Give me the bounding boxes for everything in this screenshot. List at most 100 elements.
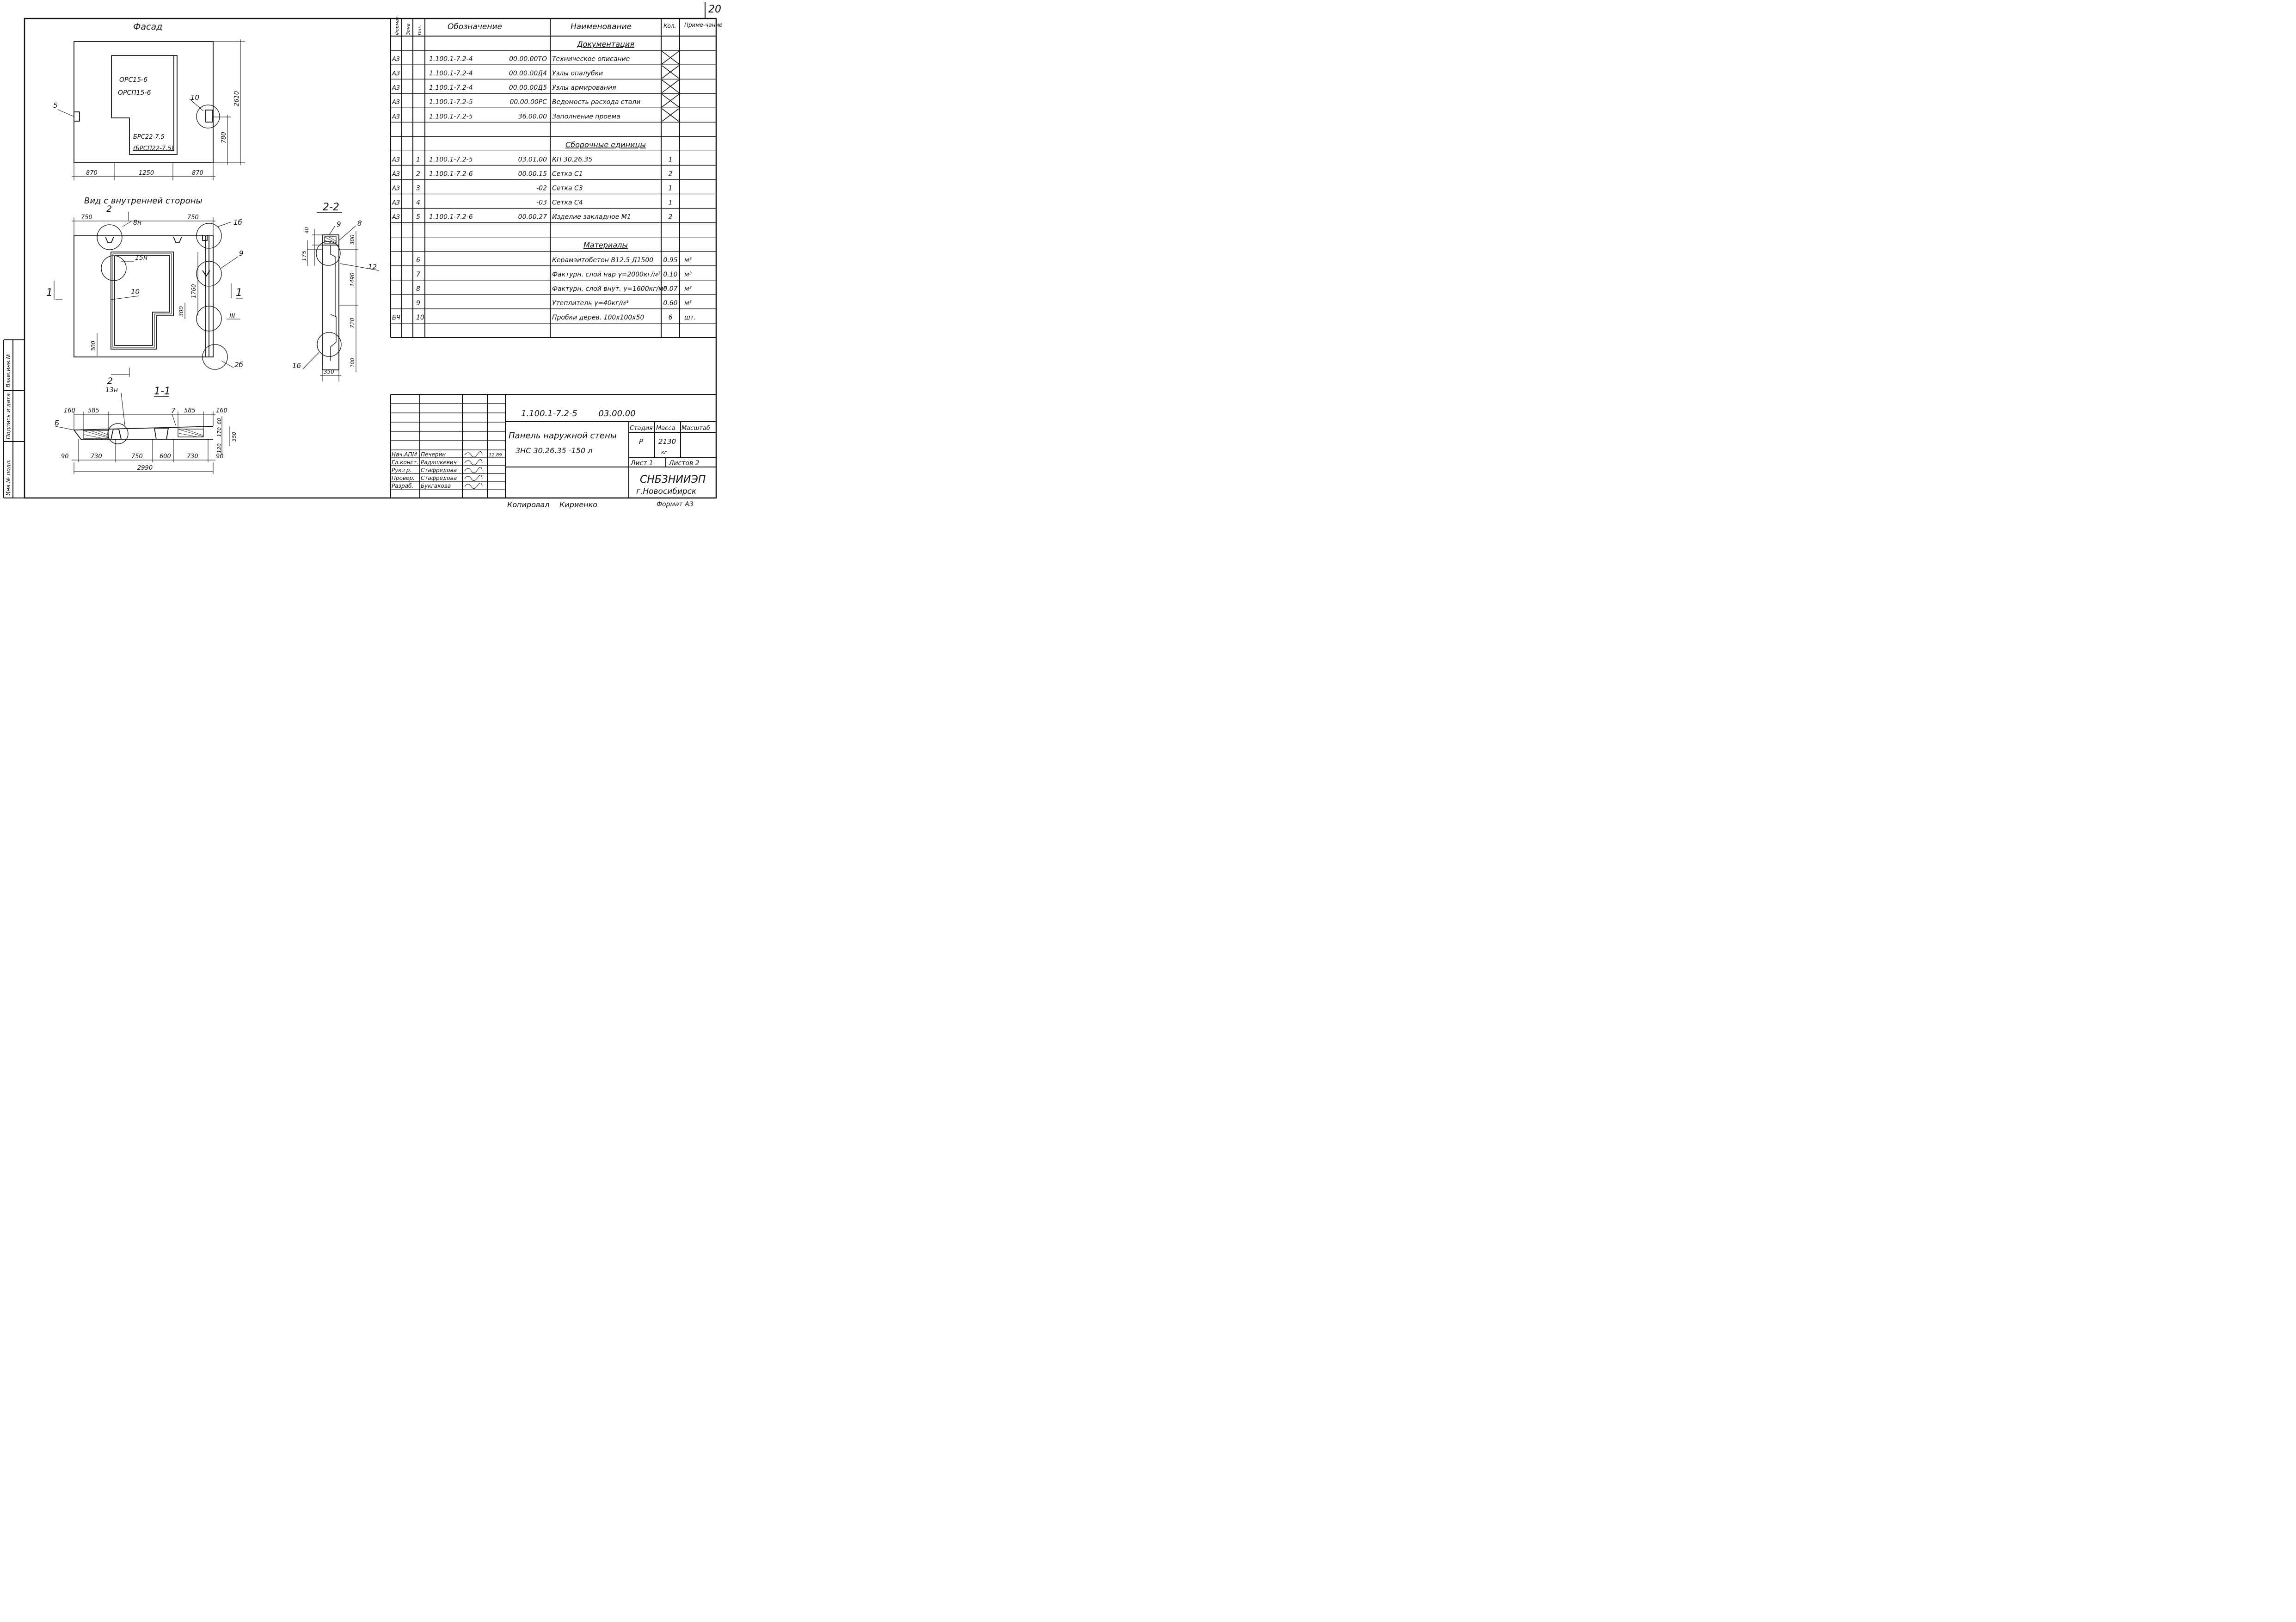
stamp-person: Печерин <box>421 451 446 458</box>
spec-qty-cell: 1 <box>669 185 673 192</box>
spec-name-cell: Техническое описание <box>552 55 630 63</box>
s22-callout-8: 8 <box>357 219 362 227</box>
spec-name-cell: Материалы <box>583 241 628 250</box>
spec-fmt-cell: А3 <box>392 214 400 221</box>
signature-mark <box>464 467 483 473</box>
spec-pos-cell: 10 <box>416 314 424 321</box>
spec-doc-cell: 00.00.15 <box>518 170 547 178</box>
signature-mark <box>464 475 483 481</box>
spec-qty-cell: 6 <box>669 314 673 321</box>
spec-h-qty: Кол. <box>663 23 676 29</box>
spec-fmt-cell: А3 <box>392 156 400 163</box>
stamp-sheets: Листов 2 <box>669 460 700 467</box>
spec-pos-cell: 2 <box>416 170 420 178</box>
spec-name-cell: Фактурн. слой внут. γ=1600кг/м³ <box>552 285 666 293</box>
spec-doc-cell: 00.00.00Д4 <box>509 70 547 77</box>
spec-name-cell: Утеплитель γ=40кг/м³ <box>552 300 629 307</box>
spec-name-cell: Заполнение проема <box>552 113 620 120</box>
spec-note-cell: шт. <box>684 314 696 321</box>
stamp-title-2: 3НС 30.26.35 -150 л <box>516 446 592 455</box>
spec-name-cell: Фактурн. слой нар γ=2000кг/м³ <box>552 271 661 278</box>
spec-pos-cell: 4 <box>416 199 420 207</box>
s22-callout-12: 12 <box>368 263 377 271</box>
s11-callout-13n: 13н <box>105 387 118 394</box>
stamp-sheet: Лист 1 <box>630 460 653 467</box>
spec-note-cell: м³ <box>684 285 692 293</box>
spec-name-cell: КП 30.26.35 <box>552 156 592 163</box>
strip-label-2: Подпись и дата <box>5 393 12 439</box>
spec-qty-cell: 0.10 <box>663 271 677 278</box>
stamp-role: Разраб. <box>392 483 413 489</box>
inner-dim-1: 750 <box>81 214 92 221</box>
inner-dim-3: 1760 <box>190 284 197 298</box>
spec-h-format: Формат <box>395 16 400 35</box>
stamp-role: Рук.гр. <box>392 467 411 473</box>
inner-title: Вид с внутренней стороны <box>84 196 203 206</box>
spec-fmt-cell: БЧ <box>392 314 400 321</box>
s22-dim-5: 720 <box>349 318 356 328</box>
spec-code-cell: 1.100.1-7.2-5 <box>429 113 473 120</box>
section22-title: 2-2 <box>323 202 339 213</box>
s22-dim-6: 350 <box>324 369 334 375</box>
facade-mark-3: БРС22-7.5 <box>133 134 165 141</box>
s22-callout-9: 9 <box>337 220 341 228</box>
spec-qty-cross <box>662 51 679 64</box>
stamp-person: Радашкевич <box>421 459 457 466</box>
spec-doc-cell: 00.00.27 <box>518 214 547 221</box>
signature-mark <box>464 459 483 465</box>
spec-fmt-cell: А3 <box>392 200 400 207</box>
stamp-date: 12.89 <box>489 453 502 458</box>
stamp-person: Букгакова <box>421 483 451 489</box>
spec-doc-cell: 00.00.00РС <box>510 98 547 106</box>
s22-dim-1: 40 <box>304 227 310 233</box>
stamp-designation: 1.100.1-7.2-5 03.00.00 <box>521 409 636 418</box>
spec-qty-cross <box>662 108 679 122</box>
s11-callout-B: Б <box>55 419 59 427</box>
spec-qty-cell: 0.60 <box>663 300 677 307</box>
spec-doc-cell: 00.00.00Д5 <box>509 84 547 92</box>
facade-callout-5: 5 <box>53 101 58 110</box>
spec-pos-cell: 3 <box>416 185 420 192</box>
spec-code-cell: 1.100.1-7.2-4 <box>429 84 473 92</box>
inner-callout-2b: 2б <box>234 361 243 369</box>
inner-callout-10: 10 <box>131 288 140 296</box>
inner-section-1-right: 1 <box>236 287 242 299</box>
spec-doc-cell: 36.00.00 <box>518 113 547 120</box>
inner-view <box>54 212 243 377</box>
s11-dim-b5: 730 <box>187 453 198 460</box>
spec-pos-cell: 9 <box>416 300 420 307</box>
spec-doc-cell: -02 <box>536 185 547 192</box>
inner-dim-5: 300 <box>90 341 97 351</box>
spec-h-zone: Зона <box>406 24 411 35</box>
s11-dim-r2: 170 <box>216 427 222 437</box>
spec-pos-cell: 5 <box>416 214 420 221</box>
s11-dim-b6: 90 <box>216 453 224 460</box>
spec-name-cell: Изделие закладное М1 <box>552 214 631 221</box>
stamp-role: Провер. <box>392 475 415 481</box>
stamp-person: Стафредова <box>421 467 457 473</box>
s11-dim-b3: 750 <box>131 453 143 460</box>
s11-dim-r4: 120 <box>216 443 222 453</box>
section11-title: 1-1 <box>154 386 171 397</box>
s11-dim-b2: 730 <box>91 453 102 460</box>
stamp-scale-label: Масштаб <box>681 425 710 432</box>
spec-name-cell: Ведомость расхода стали <box>552 98 640 106</box>
inner-callout-1b: 1б <box>233 218 242 227</box>
s22-dim-7: 100 <box>350 358 356 368</box>
spec-note-cell: м³ <box>684 271 692 278</box>
signature-mark <box>464 483 483 489</box>
spec-qty-cell: 1 <box>669 156 673 163</box>
inner-callout-8n: 8н <box>133 219 141 227</box>
spec-note-cell: м³ <box>684 300 692 307</box>
spec-fmt-cell: А3 <box>392 99 400 106</box>
inner-callout-15n: 15н <box>135 254 147 262</box>
facade-callout-10: 10 <box>190 93 199 102</box>
spec-code-cell: 1.100.1-7.2-6 <box>429 214 473 221</box>
inner-dim-2: 750 <box>187 214 199 221</box>
facade-mark-4: (БРСП22-7.5) <box>133 145 174 152</box>
facade-dim-1: 870 <box>86 170 98 177</box>
facade-view <box>57 39 245 180</box>
spec-code-cell: 1.100.1-7.2-5 <box>429 98 473 106</box>
s11-callout-7: 7 <box>171 406 176 415</box>
facade-dim-4: 2610 <box>233 91 240 106</box>
